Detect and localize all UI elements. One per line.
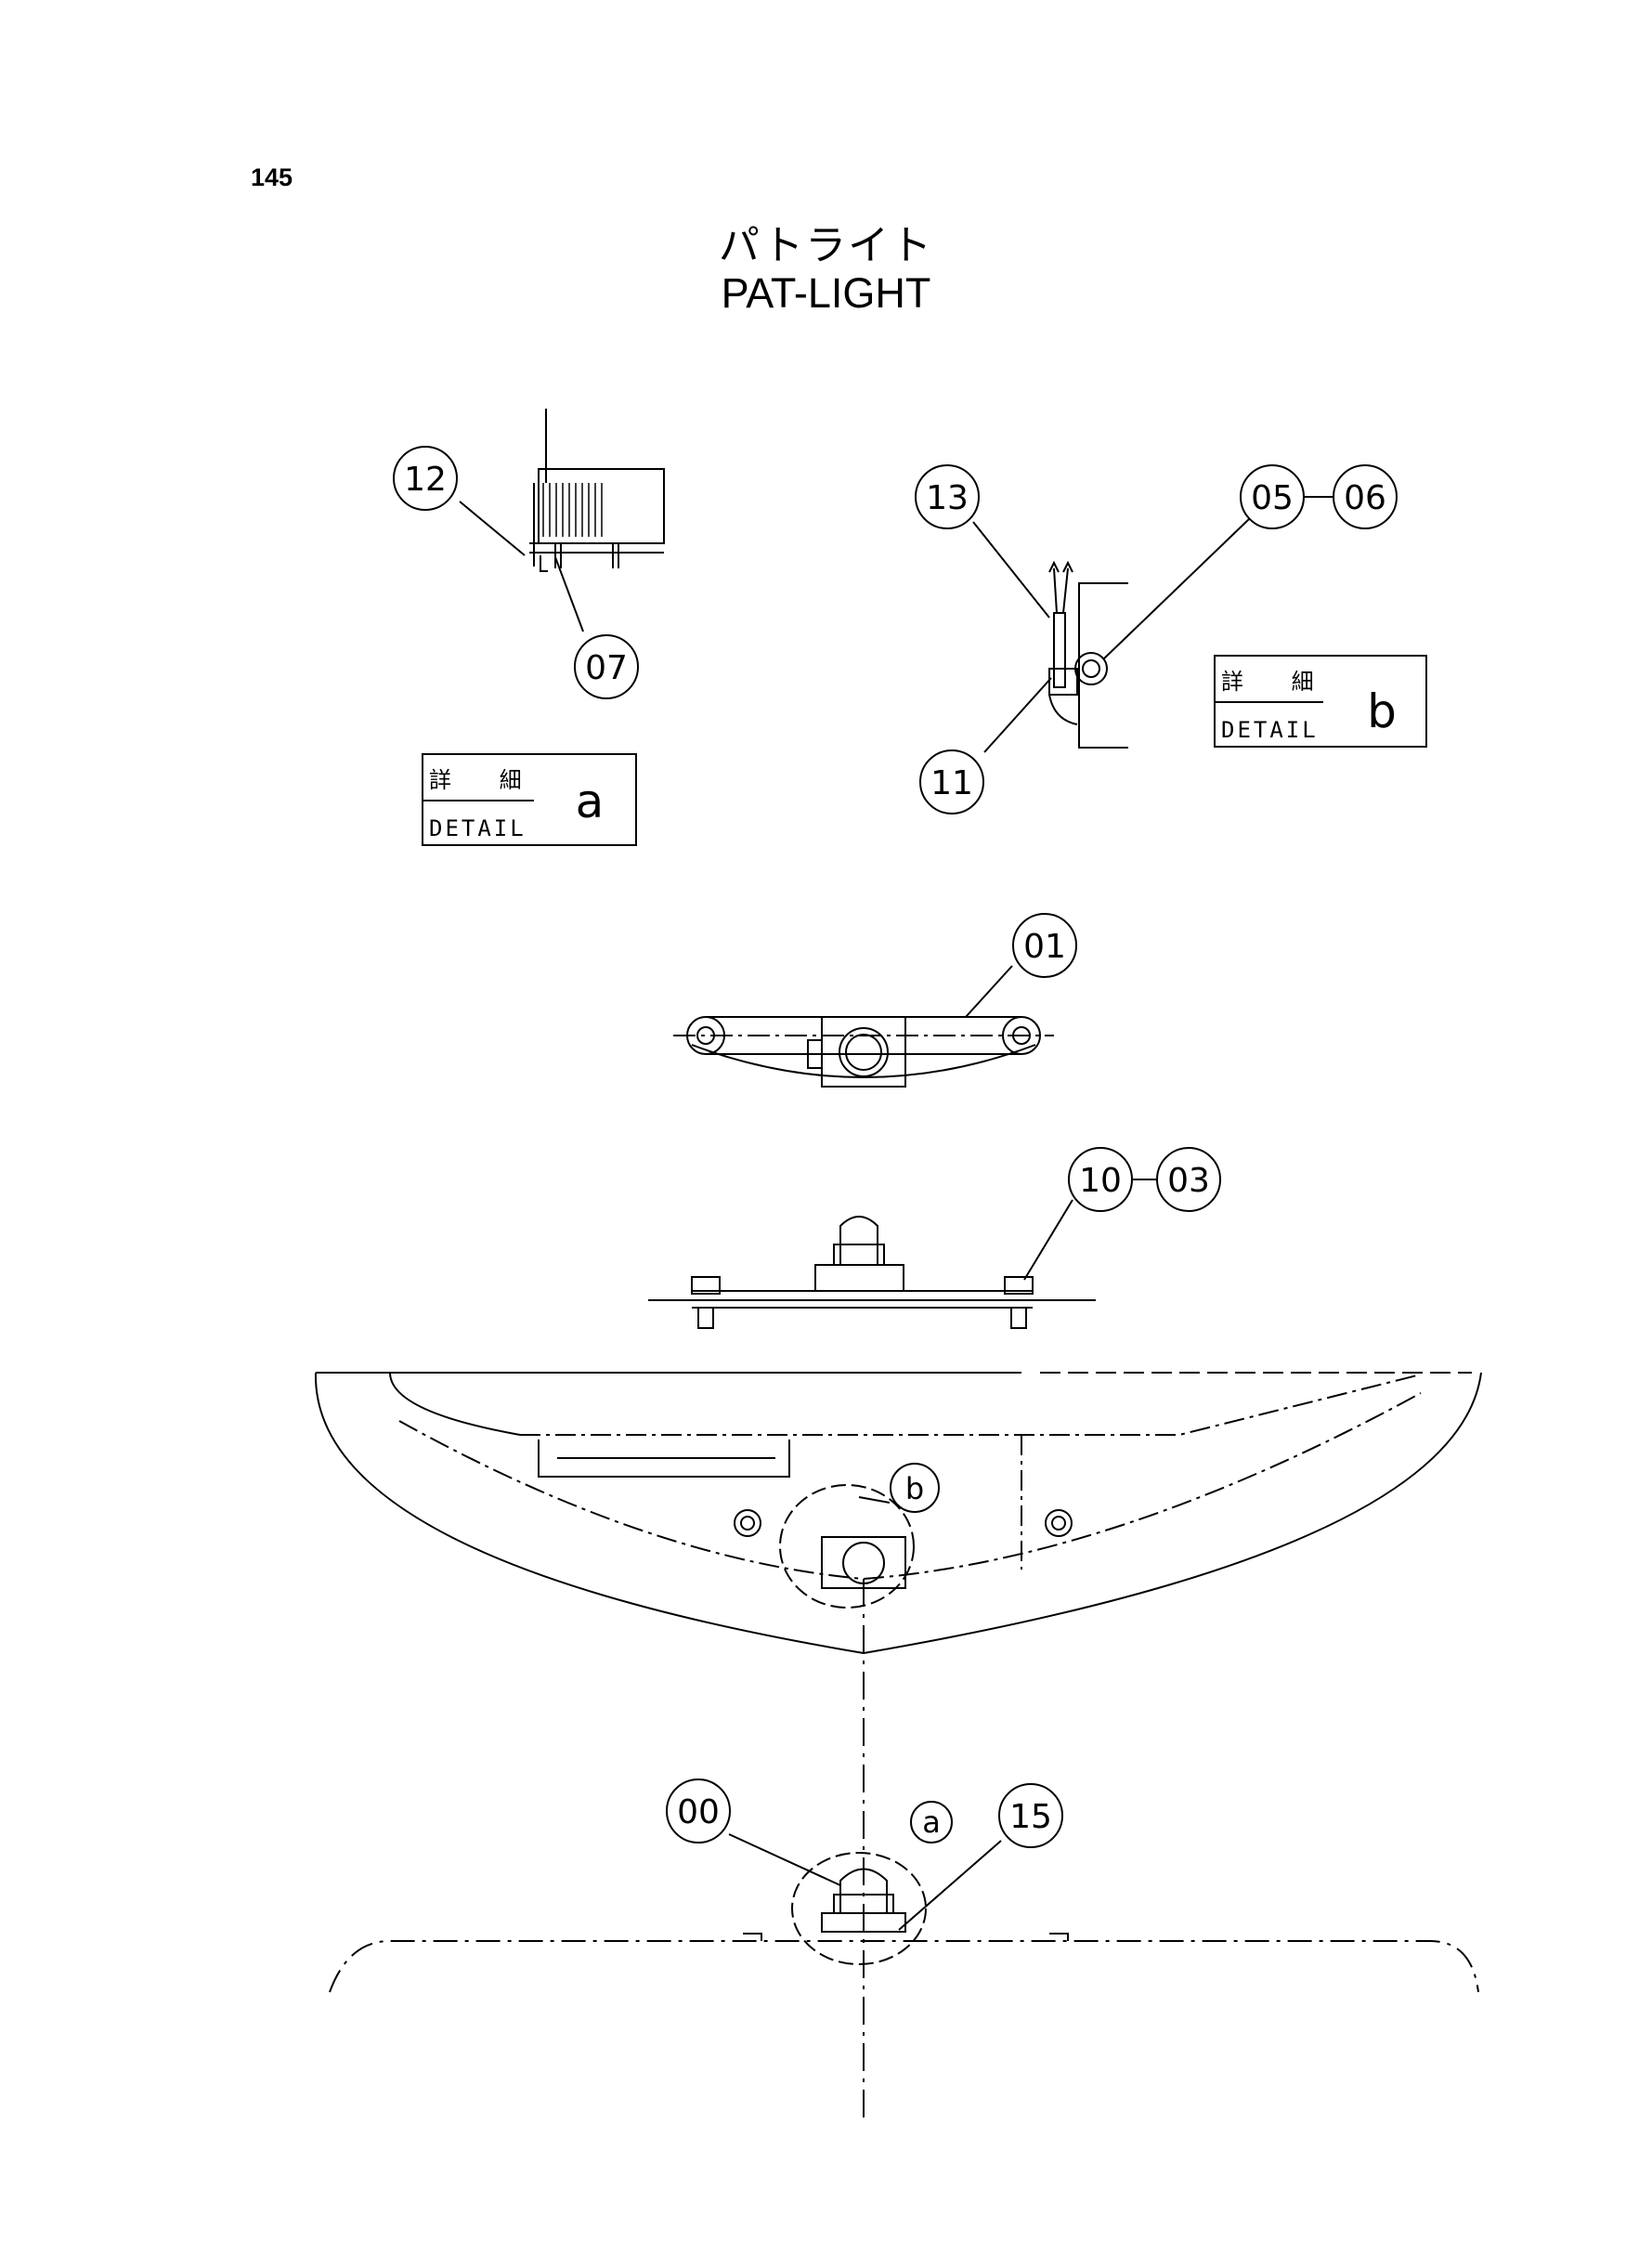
callout-circle-11 [919,749,984,814]
callout-circle-13 [915,464,980,529]
detail-b-letter: b [1367,684,1397,738]
callout-15-label: 15 [1009,1798,1052,1836]
view-marker-b-label: b [905,1471,924,1506]
view-marker-a [910,1801,953,1844]
callout-07-label: 07 [585,649,628,687]
view-marker-a-label: a [922,1804,941,1840]
callout-circle-03 [1156,1147,1221,1212]
callout-01-label: 01 [1023,928,1066,966]
callout-circle-07 [574,634,639,699]
callout-circle-00 [666,1778,731,1844]
detail-a-view [459,409,665,632]
detail-b-en: DETAIL [1221,717,1319,743]
title-japanese: パトライト [718,222,934,269]
detail-a-en: DETAIL [429,815,527,841]
callout-10-label: 10 [1079,1162,1122,1200]
view-marker-b [890,1463,940,1513]
detail-a-jp: 詳 細 [429,767,542,793]
callout-circle-15 [998,1783,1063,1848]
callout-13-label: 13 [926,479,969,517]
title-english: PAT-LIGHT [721,269,931,317]
bracket-top-view [673,965,1054,1088]
callout-00-label: 00 [677,1793,720,1831]
callout-06-label: 06 [1344,479,1386,517]
callout-03-label: 03 [1167,1162,1210,1200]
detail-b-jp: 詳 細 [1221,669,1334,695]
callout-12-label: 12 [404,461,447,499]
callout-11-label: 11 [930,764,973,802]
detail-b-view [972,517,1251,753]
page-number: 145 [251,163,293,191]
cab-roof-view [329,1833,1479,1993]
bracket-side-view [648,1199,1096,1329]
counterweight-view [314,1372,1482,1655]
callout-circle-01 [1012,913,1077,978]
detail-a-letter: a [576,775,605,828]
callout-05-label: 05 [1251,479,1294,517]
callout-circle-06 [1333,464,1398,529]
callout-circle-12 [393,446,458,511]
